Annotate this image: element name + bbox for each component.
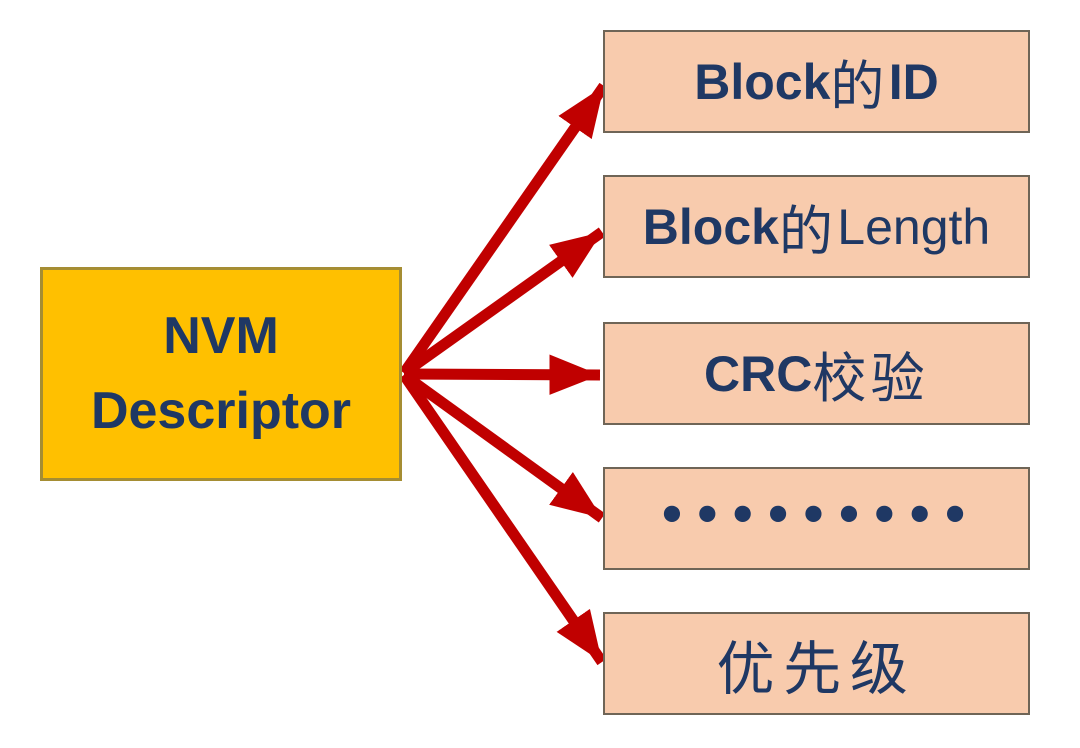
- node-block-id-text-id: ID: [888, 53, 939, 110]
- node-block-length-text-cjk: 的: [778, 200, 838, 263]
- arrow-to-ellipsis: [400, 370, 606, 523]
- node-priority-text-cjk: 优先级: [716, 634, 917, 703]
- node-block-id: Block 的 ID: [603, 30, 1030, 133]
- arrow-to-block-length: [400, 227, 606, 378]
- nvm-descriptor-node: NVM Descriptor: [40, 267, 402, 481]
- arrow-to-block-id: [399, 82, 609, 377]
- nvm-descriptor-label-line2: Descriptor: [90, 382, 352, 440]
- node-priority: 优先级: [603, 612, 1030, 715]
- arrow-to-crc-check: [403, 354, 601, 395]
- node-block-length-text-length: Length: [837, 198, 991, 255]
- nvm-descriptor-label-line1: NVM: [163, 306, 279, 365]
- arrow-to-priority: [399, 371, 607, 666]
- node-block-id-text-cjk: 的: [830, 55, 889, 118]
- node-crc-check-text-cjk: 校验: [812, 347, 929, 410]
- node-block-length: Block 的 Length: [603, 175, 1030, 278]
- node-block-length-text-en: Block: [642, 198, 779, 255]
- node-crc-check: CRC 校验: [603, 322, 1030, 425]
- node-ellipsis: •••••••••: [603, 467, 1030, 570]
- node-block-id-text-en: Block: [694, 53, 831, 110]
- node-ellipsis-dots: •••••••••: [657, 487, 976, 542]
- node-crc-check-text-en: CRC: [704, 345, 813, 402]
